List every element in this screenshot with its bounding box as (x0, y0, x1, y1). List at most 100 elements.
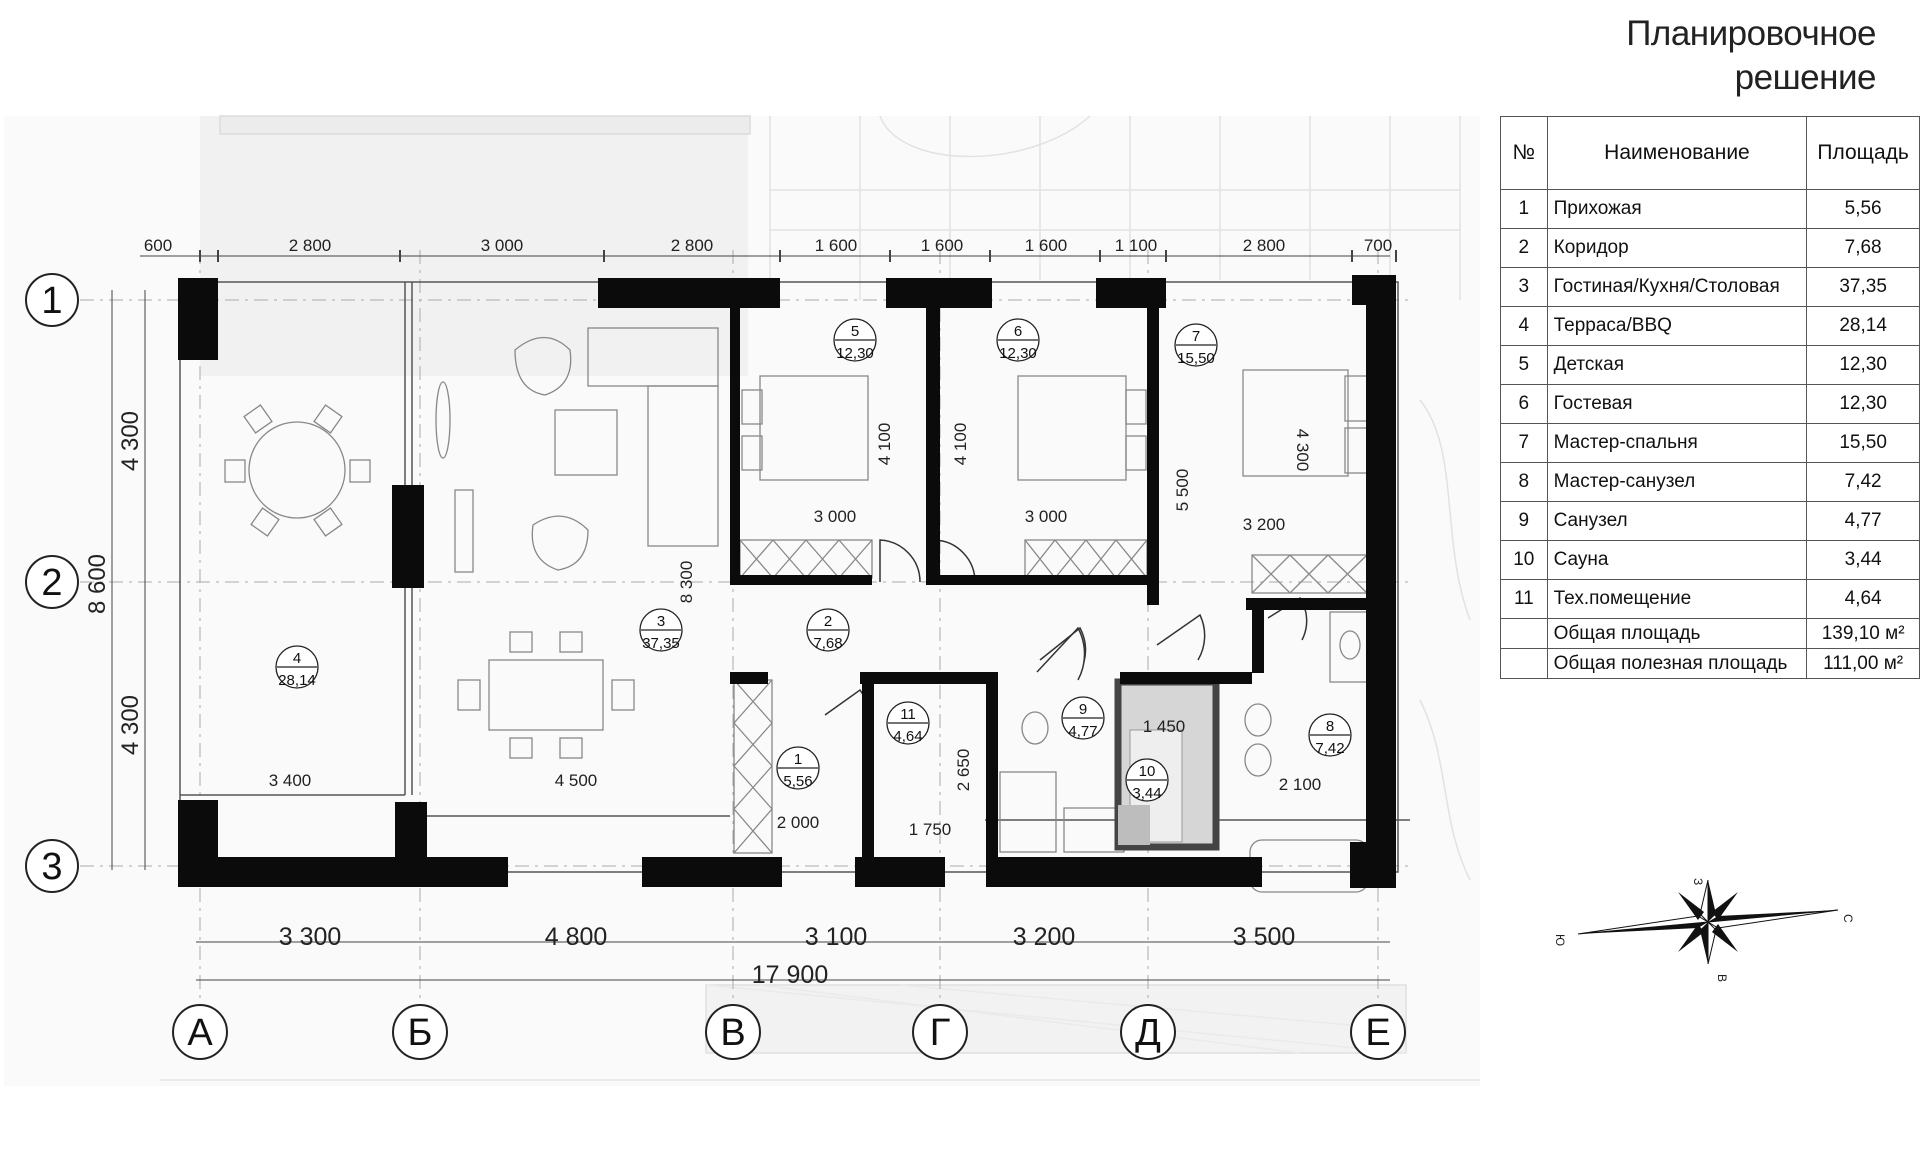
svg-text:17 900: 17 900 (752, 961, 828, 989)
title-line-1: Планировочное (1626, 14, 1876, 53)
header-name: Наименование (1546, 116, 1808, 190)
svg-text:3 200: 3 200 (1243, 515, 1286, 534)
svg-text:3 400: 3 400 (269, 771, 312, 790)
svg-text:2 800: 2 800 (289, 236, 332, 255)
axis-col-a: А (187, 1012, 213, 1054)
bottom-dimension-labels: 3 300 4 800 3 100 3 200 3 500 17 900 (279, 923, 1296, 989)
room-3-number: 3 (657, 613, 665, 630)
room-tag-labels: 1 5,56 2 7,68 3 37,35 4 28,14 5 12,30 6 … (278, 323, 1344, 802)
svg-text:3 500: 3 500 (1233, 923, 1296, 951)
svg-text:2 650: 2 650 (954, 749, 973, 792)
svg-text:4 100: 4 100 (875, 423, 894, 466)
axis-row-2: 2 (41, 562, 62, 604)
svg-text:1 750: 1 750 (909, 820, 952, 839)
svg-text:3 000: 3 000 (481, 236, 524, 255)
svg-text:4 300: 4 300 (117, 411, 144, 471)
compass-rose-icon: З С Ю В (1553, 878, 1855, 982)
axis-col-v: В (720, 1012, 745, 1054)
room-6-number: 6 (1014, 323, 1022, 340)
interior-dimension-labels: 3 400 4 500 8 300 4 100 4 100 3 000 3 00… (269, 423, 1322, 839)
svg-text:2 000: 2 000 (777, 813, 820, 832)
room-10-number: 10 (1139, 763, 1156, 780)
svg-text:4 500: 4 500 (555, 771, 598, 790)
axis-row-3: 3 (41, 846, 62, 888)
svg-text:700: 700 (1364, 236, 1392, 255)
svg-text:600: 600 (144, 236, 172, 255)
room-10-area: 3,44 (1132, 785, 1161, 802)
svg-text:5 500: 5 500 (1173, 469, 1192, 512)
room-9-area: 4,77 (1068, 723, 1097, 740)
svg-text:1 100: 1 100 (1115, 236, 1158, 255)
room-6-area: 12,30 (999, 345, 1037, 362)
room-4-number: 4 (293, 650, 301, 667)
axis-col-e: Е (1365, 1012, 1390, 1054)
page-title: Планировочное решение (1626, 12, 1876, 100)
room-tags (275, 318, 1352, 802)
room-1-number: 1 (794, 751, 802, 768)
axis-row-1: 1 (41, 280, 62, 322)
svg-text:1 600: 1 600 (1025, 236, 1068, 255)
svg-text:3 100: 3 100 (805, 923, 868, 951)
title-line-2: решение (1734, 58, 1877, 97)
axis-markers (25, 273, 1406, 1060)
svg-text:3 200: 3 200 (1013, 923, 1076, 951)
svg-text:2 800: 2 800 (1243, 236, 1286, 255)
svg-text:4 300: 4 300 (117, 695, 144, 755)
room-8-area: 7,42 (1315, 740, 1344, 757)
site-background (4, 115, 1480, 1086)
svg-text:3 300: 3 300 (279, 923, 342, 951)
svg-text:4 300: 4 300 (1293, 429, 1312, 472)
room-2-area: 7,68 (813, 635, 842, 652)
svg-text:1 600: 1 600 (921, 236, 964, 255)
svg-text:8 300: 8 300 (677, 561, 696, 604)
walls[interactable] (178, 275, 1396, 888)
room-2-number: 2 (824, 613, 832, 630)
svg-text:3 000: 3 000 (1025, 507, 1068, 526)
axis-col-b: Б (408, 1012, 433, 1054)
room-11-area: 4,64 (893, 728, 922, 745)
room-7-area: 15,50 (1177, 350, 1215, 367)
svg-text:3 000: 3 000 (814, 507, 857, 526)
axis-col-d: Д (1135, 1012, 1161, 1054)
room-5-number: 5 (851, 323, 859, 340)
svg-text:8 600: 8 600 (84, 554, 111, 614)
top-dimension-labels: 600 2 800 3 000 2 800 1 600 1 600 1 600 … (144, 236, 1392, 255)
room-8-number: 8 (1326, 718, 1334, 735)
svg-text:2 800: 2 800 (671, 236, 714, 255)
table-header: № Наименование Площадь (1500, 116, 1920, 190)
axis-labels: 1 2 3 А Б В Г Д Е (41, 280, 1390, 1054)
furniture (224, 327, 1371, 893)
left-dimension-labels: 4 300 4 300 8 600 (84, 411, 144, 755)
room-9-number: 9 (1079, 701, 1087, 718)
room-3-area: 37,35 (642, 635, 680, 652)
room-5-area: 12,30 (836, 345, 874, 362)
header-number: № (1500, 116, 1548, 190)
room-1-area: 5,56 (783, 773, 812, 790)
dimension-lines (111, 250, 1397, 981)
header-area: Площадь (1806, 116, 1920, 190)
svg-text:4 100: 4 100 (951, 423, 970, 466)
room-11-number: 11 (900, 706, 916, 723)
compass-s: Ю (1553, 934, 1567, 946)
svg-text:4 800: 4 800 (545, 923, 608, 951)
compass-n: С (1841, 914, 1855, 923)
compass-e: В (1715, 974, 1729, 982)
axis-col-g: Г (930, 1012, 951, 1054)
svg-text:1 450: 1 450 (1143, 717, 1186, 736)
compass-w: З (1691, 878, 1705, 885)
